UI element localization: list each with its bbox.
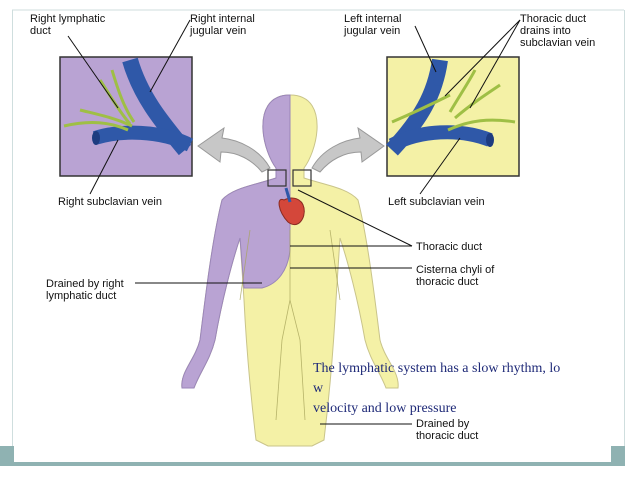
label-right-internal-jugular-vein: Right internal jugular vein <box>190 13 255 37</box>
frame-bottom-right-block <box>611 446 625 466</box>
label-left-subclavian-vein: Left subclavian vein <box>388 196 485 208</box>
label-drained-by-thoracic: Drained by thoracic duct <box>416 418 479 442</box>
frame-bottom-bar <box>12 462 624 466</box>
frame-left-line <box>12 10 13 462</box>
caption-line-1: The lymphatic system has a slow rhythm, … <box>313 361 561 376</box>
body-silhouette <box>181 94 399 447</box>
left-inset-panel <box>386 56 520 177</box>
label-thoracic-duct: Thoracic duct <box>416 241 483 253</box>
caption-line-2: w <box>313 381 324 396</box>
label-thoracic-duct-drains: Thoracic duct drains into subclavian vei… <box>520 13 596 49</box>
label-left-internal-jugular-vein: Left internal jugular vein <box>344 13 402 37</box>
caption-text: The lymphatic system has a slow rhythm, … <box>313 359 613 419</box>
label-drained-by-right: Drained by right lymphatic duct <box>46 278 124 302</box>
arrow-left <box>197 126 271 173</box>
label-right-lymphatic-duct: Right lymphatic duct <box>30 13 106 37</box>
caption-line-3: velocity and low pressure <box>313 401 457 416</box>
arrow-right <box>311 126 385 173</box>
label-cisterna-chyli: Cisterna chyli of thoracic duct <box>416 264 495 288</box>
frame-right-line <box>624 10 625 462</box>
label-right-subclavian-vein: Right subclavian vein <box>58 196 162 208</box>
frame-bottom-left-block <box>0 446 14 466</box>
right-inset-panel <box>59 56 194 177</box>
leader-lines <box>67 19 521 425</box>
